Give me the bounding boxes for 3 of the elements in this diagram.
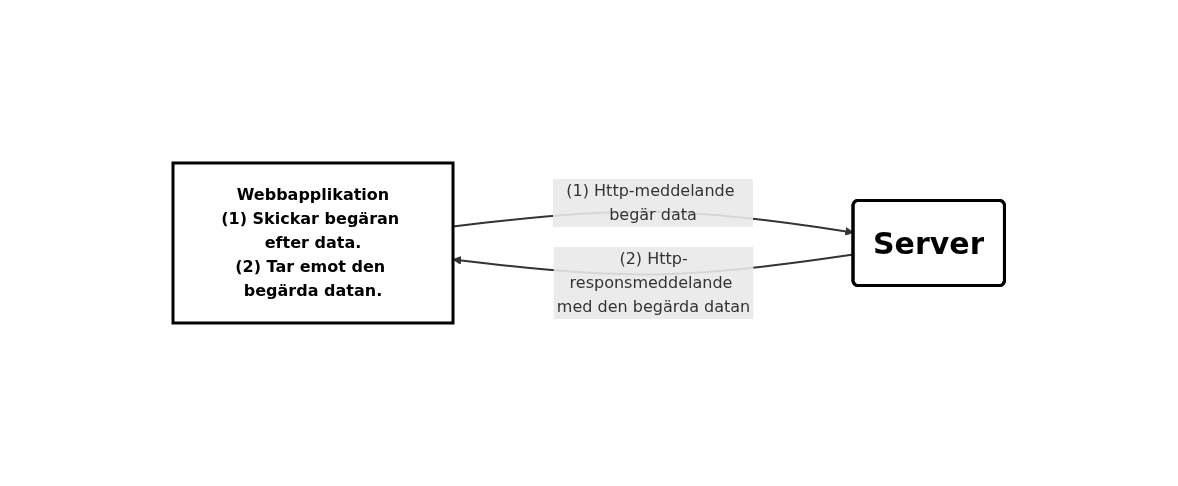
edge-label: (2) Http-responsmeddelande med den begärda datan: [557, 248, 751, 316]
node-box: Webbapplikation (1) Skickar begäran efter data. (2) Tar emot den begärda datan.: [171, 161, 455, 325]
edge-label: (1) Http-meddelande begär data: [566, 181, 735, 224]
